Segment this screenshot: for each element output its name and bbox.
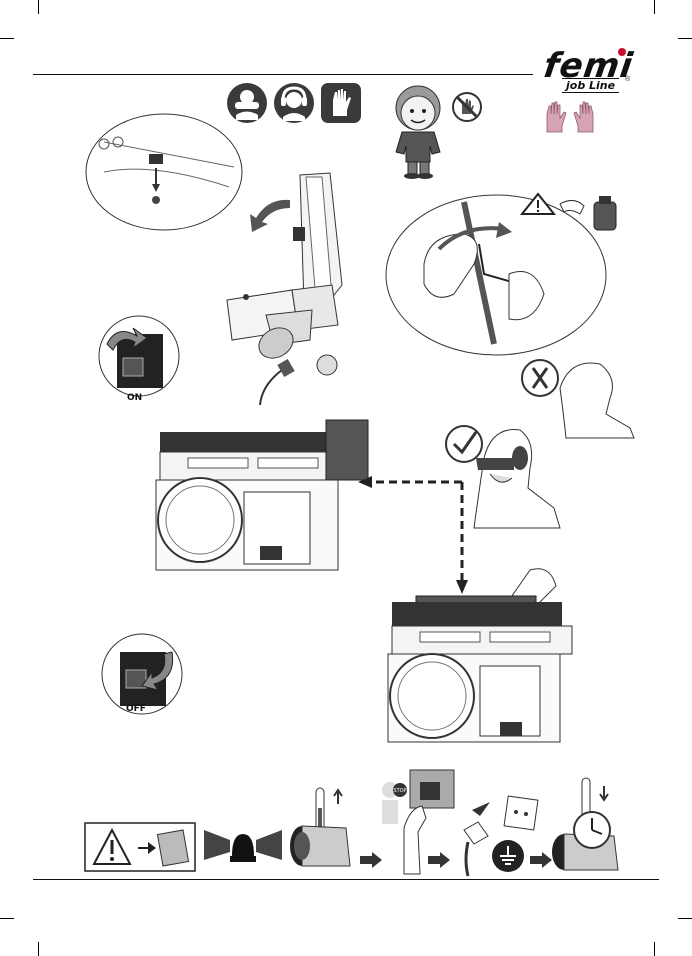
- warning-manual-icon: [84, 822, 196, 872]
- belt-disc-sander-front: [148, 420, 368, 578]
- logo-subtext: job Line: [562, 78, 619, 93]
- child-figure-icon: [388, 80, 450, 180]
- switch-on-detail: ON: [97, 314, 181, 400]
- belt-sander-dust-extraction: [380, 562, 580, 752]
- switch-off-label: OFF: [126, 704, 146, 714]
- magnifier-hex-key-detail: [384, 194, 644, 356]
- switch-on-label: ON: [127, 393, 142, 403]
- footer-rule: [33, 879, 659, 880]
- gloves-icon: [320, 82, 362, 124]
- hot-motor-thermometer-icon: [288, 784, 354, 870]
- crop-mark: [654, 0, 655, 14]
- logo-dot-icon: [618, 48, 626, 56]
- switch-off-detail: OFF: [100, 632, 184, 718]
- arrow-right-icon: [530, 852, 552, 868]
- crop-mark: [38, 0, 39, 14]
- rocker-switch-on-icon: [97, 314, 181, 400]
- registered-mark: ®: [625, 76, 630, 83]
- arrow-right-icon: [360, 852, 382, 868]
- crop-mark: [0, 918, 14, 919]
- warning-beacon-icon: [204, 826, 282, 864]
- arrow-right-icon: [428, 852, 450, 868]
- no-touch-sign-icon: [452, 92, 482, 122]
- rotate-arrow-icon: [246, 194, 294, 234]
- ear-protection-icon: [273, 82, 315, 124]
- crop-mark: [38, 942, 39, 956]
- crop-mark: [654, 942, 655, 956]
- cooling-motor-clock-icon: [552, 776, 622, 872]
- crop-mark: [678, 38, 692, 39]
- hands-icon: [543, 100, 597, 134]
- crop-mark: [678, 918, 692, 919]
- header-rule: [33, 74, 533, 75]
- magnifier-screw-detail: [84, 112, 244, 232]
- crop-mark: [0, 38, 14, 39]
- brand-logo: femi job Line ®: [532, 46, 632, 98]
